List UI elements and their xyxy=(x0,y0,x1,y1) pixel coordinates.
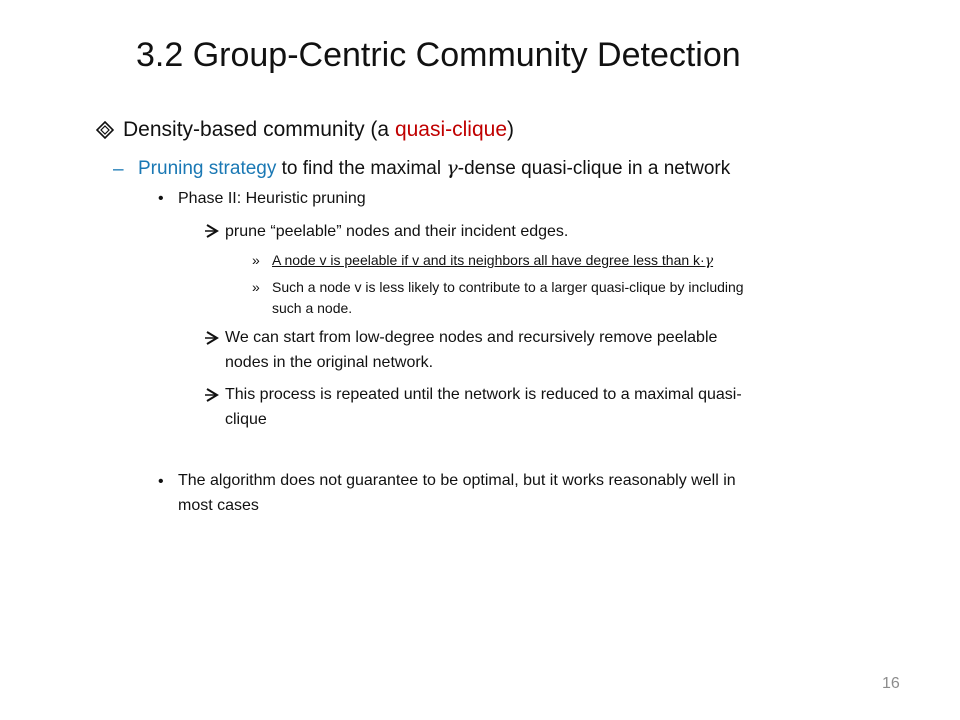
page-number: 16 xyxy=(882,675,900,692)
quasi-clique-highlight: quasi-clique xyxy=(394,118,508,141)
slide-title: 3.2 Group-Centric Community Detection xyxy=(136,36,741,74)
peelable-definition: A node v is peelable if v and its neighb… xyxy=(272,252,713,269)
raquo-marker: » xyxy=(252,279,260,295)
arrow-bullet-icon xyxy=(205,223,219,243)
sub2-line2: such a node. xyxy=(272,300,353,316)
gamma-symbol: γ xyxy=(704,253,714,269)
raquo-marker: » xyxy=(252,252,260,268)
bullet-dot-marker: • xyxy=(158,473,164,490)
arrow-item-prune-peelable: prune “peelable” nodes and their inciden… xyxy=(225,223,569,240)
sub1-text: A node v is peelable if v and its neighb… xyxy=(272,252,705,268)
phase-heading: Phase II: Heuristic pruning xyxy=(178,190,366,207)
algo-line2: most cases xyxy=(178,497,259,514)
bullet1-prefix: Density-based community (a xyxy=(123,118,395,141)
arrow2-line2: nodes in the original network. xyxy=(225,354,434,371)
bullet-density-based-community: Density-based community (a quasi-clique) xyxy=(123,118,514,142)
bullet2-text-a: to find the maximal xyxy=(276,158,447,179)
dash-marker: – xyxy=(113,159,124,180)
arrow2-line1: We can start from low-degree nodes and r… xyxy=(225,329,718,346)
arrow3-line1: This process is repeated until the netwo… xyxy=(225,386,742,403)
arrow-bullet-icon xyxy=(205,387,219,407)
bullet2-text-b: -dense quasi-clique in a network xyxy=(457,158,731,179)
sub2-line1: Such a node v is less likely to contribu… xyxy=(272,279,744,295)
pruning-strategy-highlight: Pruning strategy xyxy=(138,158,277,179)
gamma-symbol: γ xyxy=(446,157,458,179)
diamond-bullet-icon xyxy=(95,120,115,144)
arrow-bullet-icon xyxy=(205,330,219,350)
bullet-dot-marker: • xyxy=(158,190,164,207)
bullet-pruning-strategy: Pruning strategy to find the maximal γ-d… xyxy=(138,157,730,180)
arrow3-line2: clique xyxy=(225,411,267,428)
algo-line1: The algorithm does not guarantee to be o… xyxy=(178,472,736,489)
bullet1-suffix: ) xyxy=(507,118,515,141)
